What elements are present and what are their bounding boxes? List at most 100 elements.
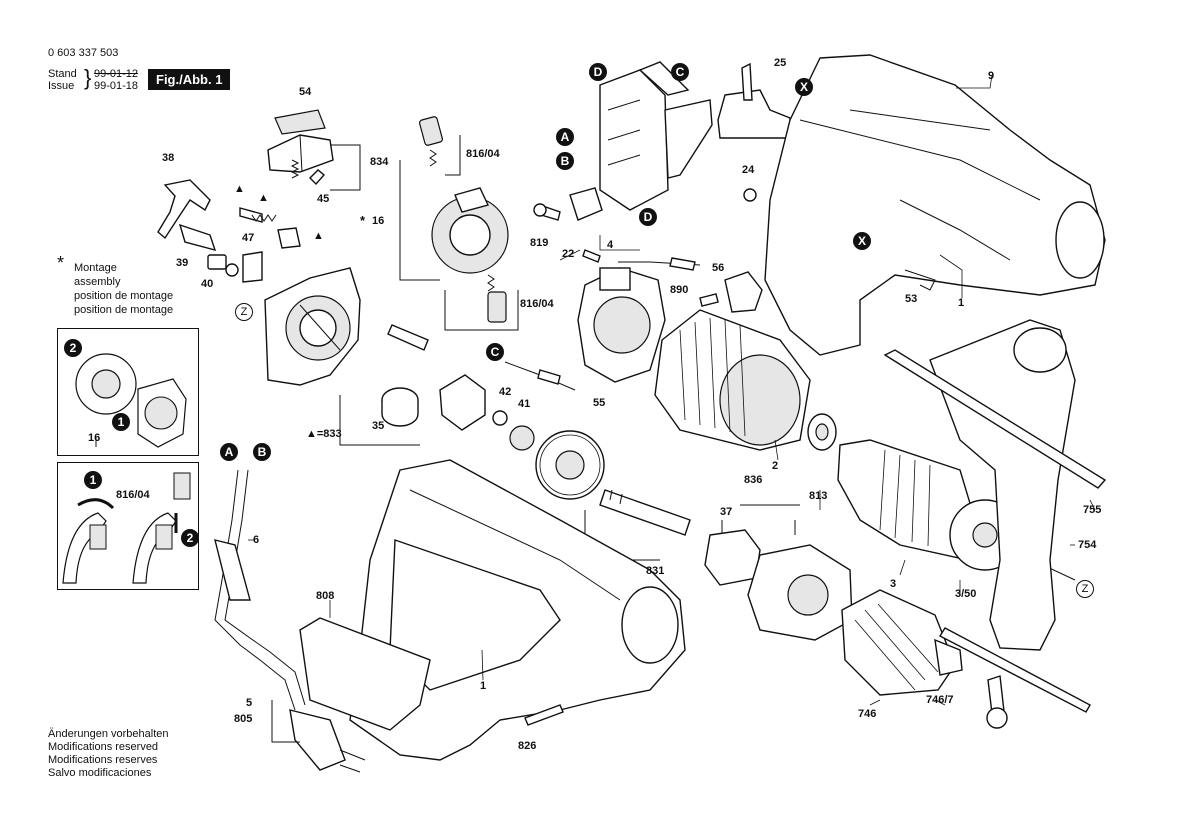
marker-x-top: X bbox=[795, 78, 813, 96]
brace-icon: } bbox=[84, 65, 92, 90]
callout-805: 805 bbox=[234, 713, 253, 725]
part-754-aux-handle bbox=[883, 319, 1107, 651]
marker-z-left: Z bbox=[235, 303, 253, 321]
callout-38: 38 bbox=[162, 152, 175, 164]
part-746-chuck bbox=[841, 589, 963, 696]
callout-6: 6 bbox=[253, 534, 260, 546]
legend-line-4: position de montage bbox=[74, 304, 174, 316]
part-brush-plate bbox=[577, 267, 666, 383]
callout-831: 831 bbox=[646, 565, 665, 577]
callout-24: 24 bbox=[742, 164, 755, 176]
figure-label: Fig./Abb. 1 bbox=[148, 69, 231, 90]
marker-d-mid: D bbox=[639, 208, 657, 226]
callout-39: 39 bbox=[176, 257, 189, 269]
part-16-brush-holder bbox=[431, 187, 509, 274]
callout-3-50: 3/50 bbox=[955, 588, 977, 600]
callout-40: 40 bbox=[201, 278, 214, 290]
callout-808: 808 bbox=[316, 590, 335, 602]
inset2-step-1-marker: 1 bbox=[84, 471, 102, 489]
callout-816-04-top: 816/04 bbox=[466, 148, 500, 160]
part-38-lever bbox=[157, 179, 217, 252]
callout-836: 836 bbox=[744, 474, 763, 486]
callout-4: 4 bbox=[607, 239, 614, 251]
stand-label: Stand bbox=[48, 68, 77, 80]
marker-b-cord: B bbox=[253, 443, 271, 461]
part-2-stator bbox=[654, 309, 811, 451]
triangle-marker-2: ▲ bbox=[258, 192, 269, 204]
step-2-marker: 2 bbox=[64, 339, 82, 357]
callout-22: 22 bbox=[562, 248, 575, 260]
callout-55: 55 bbox=[593, 397, 606, 409]
legend-line-1: Montage bbox=[74, 262, 117, 274]
marker-a-switch: A bbox=[556, 128, 574, 146]
part-cord bbox=[214, 469, 366, 773]
step-1-marker: 1 bbox=[112, 413, 130, 431]
callout-1-right: 1 bbox=[958, 297, 965, 309]
callout-890: 890 bbox=[670, 284, 689, 296]
callout-816-04-inset: 816/04 bbox=[116, 489, 150, 501]
part-9-housing-half bbox=[764, 54, 1106, 356]
callout-16: 16 bbox=[372, 215, 385, 227]
part-45-spring bbox=[290, 159, 326, 186]
inset-replacement-drawing bbox=[62, 472, 191, 584]
callout-746: 746 bbox=[858, 708, 877, 720]
callout-41: 41 bbox=[518, 398, 531, 410]
asterisk-16-marker: * bbox=[360, 213, 366, 228]
callout-35: 35 bbox=[372, 420, 385, 432]
issue-label: Issue bbox=[48, 80, 75, 92]
marker-b-switch: B bbox=[556, 152, 574, 170]
inset-brush-holder: 2 1 16 bbox=[57, 328, 199, 456]
callout-53: 53 bbox=[905, 293, 918, 305]
part-switch bbox=[599, 61, 713, 211]
callout-3: 3 bbox=[890, 578, 897, 590]
callout-42: 42 bbox=[499, 386, 512, 398]
marker-c-top: C bbox=[671, 63, 689, 81]
footer-line-3: Modifications reserves bbox=[48, 754, 158, 766]
callout-5: 5 bbox=[246, 697, 253, 709]
inset2-step-2-marker: 2 bbox=[181, 529, 199, 547]
part-54-cap bbox=[267, 109, 334, 173]
callout-746-7: 746/7 bbox=[926, 694, 954, 706]
callout-47: 47 bbox=[242, 232, 255, 244]
callout-2: 2 bbox=[772, 460, 779, 472]
callout-834: 834 bbox=[370, 156, 389, 168]
part-number: 0 603 337 503 bbox=[48, 47, 119, 59]
part-1-main-housing bbox=[349, 459, 686, 761]
footer-line-1: Änderungen vorbehalten bbox=[48, 728, 169, 740]
callout-16-inset: 16 bbox=[88, 432, 101, 444]
callout-54: 54 bbox=[299, 86, 312, 98]
callout-833: ▲=833 bbox=[306, 428, 342, 440]
callout-755: 755 bbox=[1083, 504, 1102, 516]
inset-brush-drawing bbox=[75, 353, 187, 448]
callout-45: 45 bbox=[317, 193, 330, 205]
triangle-marker-1: ▲ bbox=[234, 183, 245, 195]
callout-9: 9 bbox=[988, 70, 995, 82]
asterisk-symbol: * bbox=[57, 253, 65, 273]
marker-c-mid: C bbox=[486, 343, 504, 361]
callout-826: 826 bbox=[518, 740, 537, 752]
marker-a-cord: A bbox=[220, 443, 238, 461]
callout-816-04-mid: 816/04 bbox=[520, 298, 554, 310]
marker-d-top: D bbox=[589, 63, 607, 81]
callout-1-body: 1 bbox=[480, 680, 487, 692]
issue-date: 99-01-18 bbox=[94, 80, 139, 92]
legend-line-2: assembly bbox=[74, 276, 121, 288]
part-gear-assembly bbox=[439, 374, 535, 451]
marker-x-mid: X bbox=[853, 232, 871, 250]
part-end-shield bbox=[264, 267, 361, 386]
callout-25: 25 bbox=[774, 57, 787, 69]
part-large-gear bbox=[535, 430, 605, 500]
callout-37: 37 bbox=[720, 506, 733, 518]
marker-z-right: Z bbox=[1076, 580, 1094, 598]
triangle-marker-3: ▲ bbox=[313, 230, 324, 242]
inset-brush-replacement: 1 2 816/04 bbox=[57, 462, 199, 590]
footer-line-4: Salvo modificaciones bbox=[48, 767, 152, 779]
callout-819: 819 bbox=[530, 237, 549, 249]
callout-754: 754 bbox=[1078, 539, 1097, 551]
callout-813: 813 bbox=[809, 490, 828, 502]
legend-line-3: position de montage bbox=[74, 290, 174, 302]
footer-line-2: Modifications reserved bbox=[48, 741, 159, 753]
stand-date: 99-01-12 bbox=[94, 68, 139, 80]
